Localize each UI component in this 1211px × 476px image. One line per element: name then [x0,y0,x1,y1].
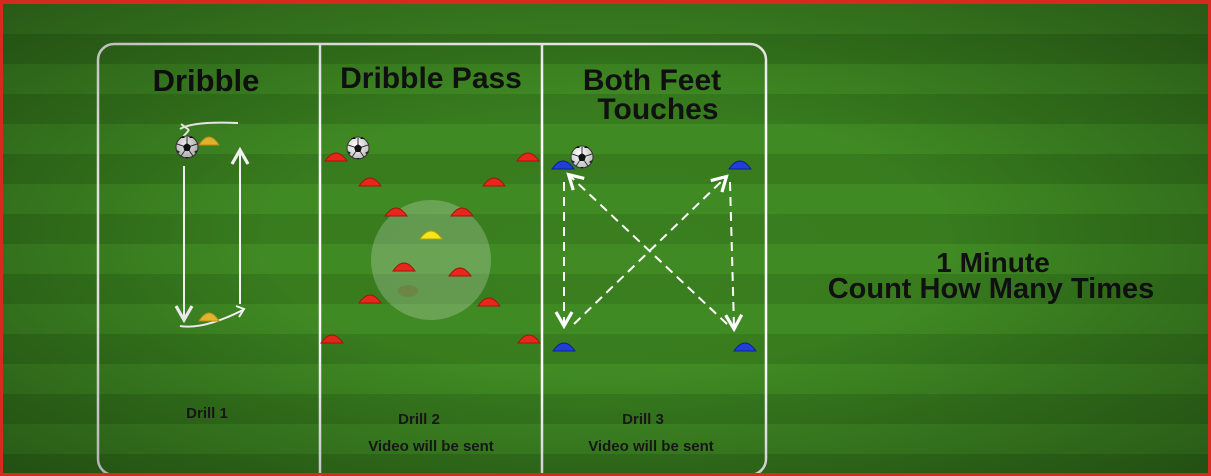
cone-icon [450,207,474,217]
cone-icon [358,177,382,187]
drill-2-title: Dribble Pass [340,62,522,95]
instruction-line1: 1 Minute [936,247,1050,278]
soccer-ball-icon [175,135,199,159]
cone-icon [482,177,506,187]
drill-3-diagram [551,145,757,352]
drill-3-caption-line1: Drill 3 [622,411,664,428]
cone-icon [324,152,348,162]
drill-diagram: Dribble Dribble Pass Both Feet Touches [96,42,1155,473]
cone-icon [419,230,443,240]
soccer-ball-icon [346,136,370,160]
cone-icon [384,207,408,217]
cone-icon [517,334,541,344]
drill-3-title-line2: Touches [597,93,718,126]
instruction-line2: Count How Many Times [828,273,1155,305]
drill-1-caption: Drill 1 [186,405,228,422]
cone-icon [198,136,220,146]
drill-2-caption-line1: Drill 2 [398,411,440,428]
drill-2-caption-line2: Video will be sent [368,438,494,455]
cone-icon [551,160,575,170]
cone-icon [728,160,752,170]
cone-icon [198,312,220,322]
cone-icon [733,342,757,352]
drill-3-title-line1: Both Feet [583,64,721,97]
cone-icon [392,262,416,272]
cone-icon [477,297,501,307]
cone-icon [320,334,344,344]
cone-icon [516,152,540,162]
drill-1-diagram [174,121,250,328]
cone-icon [448,267,472,277]
cone-icon [552,342,576,352]
drill-3-caption-line2: Video will be sent [588,438,714,455]
drill-1-title: Dribble [153,63,260,98]
drill-area-border [96,42,768,473]
soccer-ball-icon [570,145,594,169]
drill-2-diagram [320,136,541,344]
center-circle [371,200,491,320]
cone-icon [358,294,382,304]
